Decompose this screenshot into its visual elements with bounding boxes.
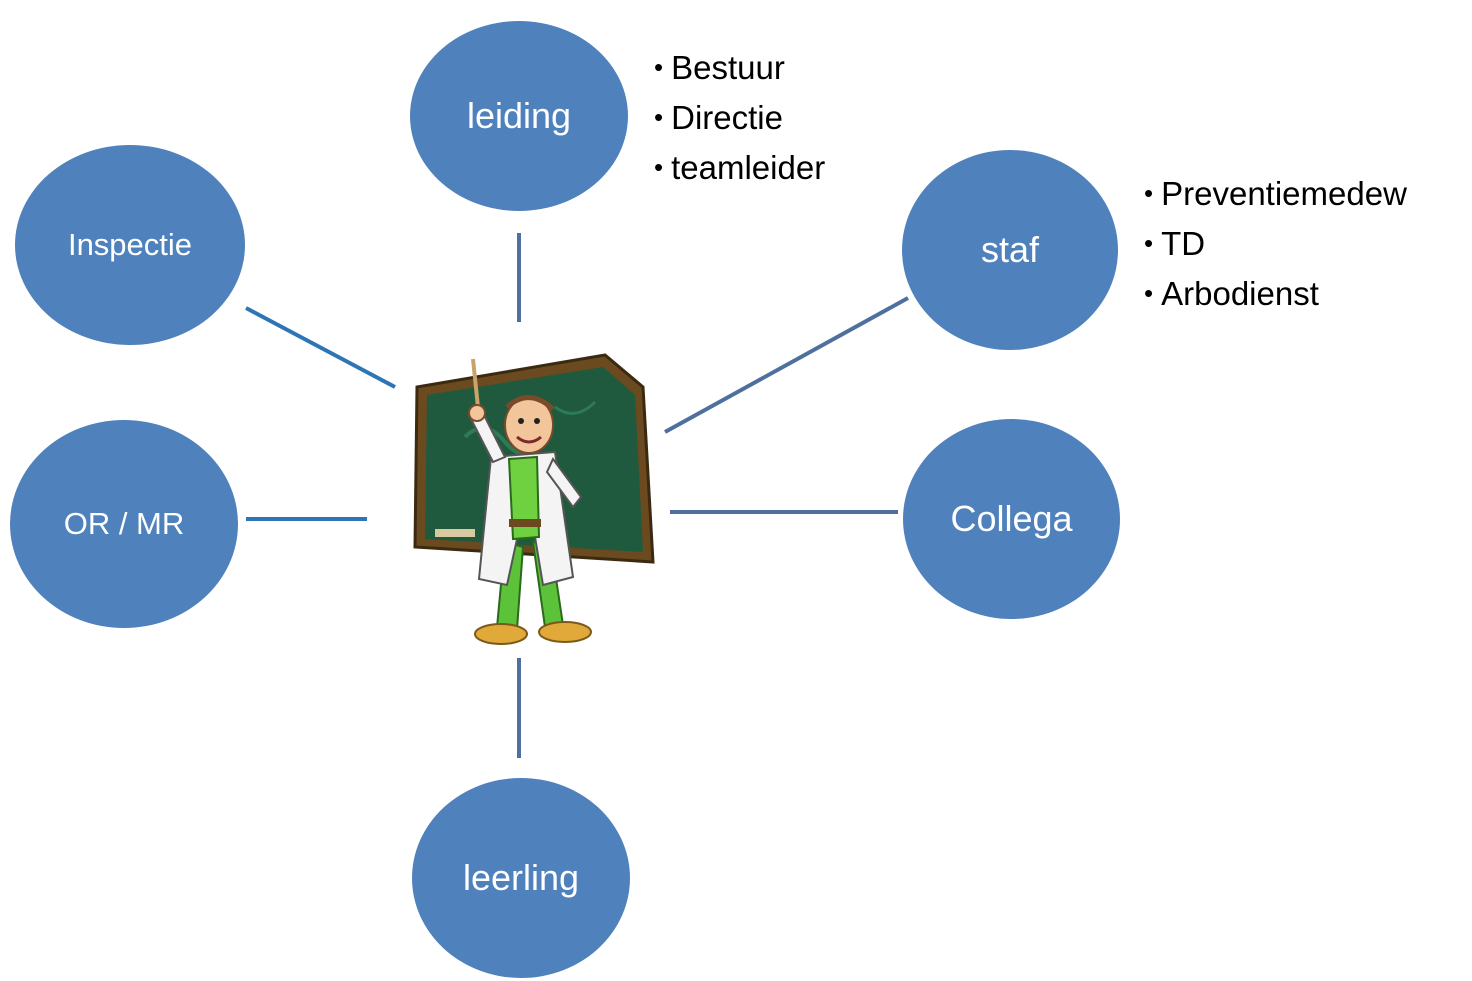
staf-bullet-item: Preventiemedew xyxy=(1144,170,1407,220)
node-staf-label: staf xyxy=(980,229,1040,270)
connector-staf xyxy=(664,296,909,434)
staf-bullet-item: TD xyxy=(1144,220,1407,270)
node-leiding: leiding xyxy=(410,21,628,211)
leiding-bullet-list: Bestuur Directie teamleider xyxy=(654,44,825,194)
node-staf: staf xyxy=(902,150,1118,350)
chalk-tray xyxy=(435,529,475,537)
leiding-bullet-item: Directie xyxy=(654,94,825,144)
node-collega: Collega xyxy=(903,419,1120,619)
node-inspectie-label: Inspectie xyxy=(67,227,193,262)
node-or-mr-label: OR / MR xyxy=(63,506,185,541)
node-collega-label: Collega xyxy=(950,498,1073,539)
teacher-at-chalkboard-icon xyxy=(413,353,655,645)
leiding-bullet-item: Bestuur xyxy=(654,44,825,94)
node-leerling: leerling xyxy=(412,778,630,978)
node-or-mr: OR / MR xyxy=(10,420,238,628)
node-inspectie: Inspectie xyxy=(15,145,245,345)
connector-inspectie xyxy=(245,306,396,389)
node-leiding-label: leiding xyxy=(466,95,572,136)
staf-bullet-list: Preventiemedew TD Arbodienst xyxy=(1144,170,1407,320)
staf-bullet-item: Arbodienst xyxy=(1144,270,1407,320)
leiding-bullet-item: teamleider xyxy=(654,144,825,194)
node-leerling-label: leerling xyxy=(462,857,580,898)
